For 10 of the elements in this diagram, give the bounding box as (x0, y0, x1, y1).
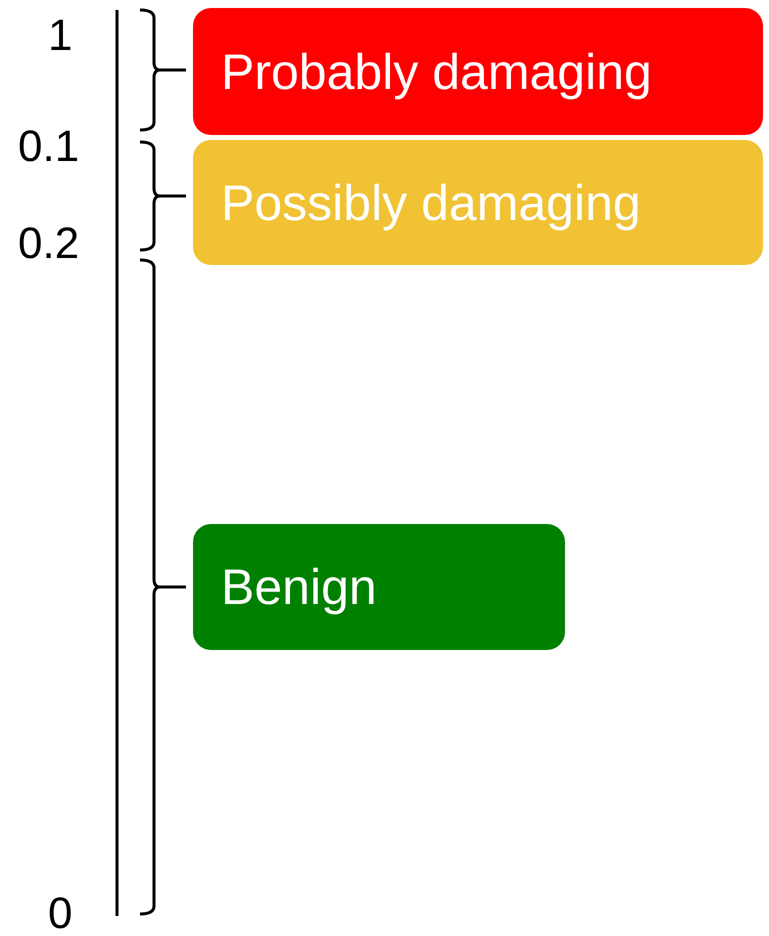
category-box (193, 524, 565, 650)
scale-value: 0.2 (18, 222, 80, 266)
category-label: Possibly damaging (221, 174, 641, 232)
category-label: Probably damaging (221, 42, 652, 100)
category-box (193, 140, 763, 265)
scale-value: 0 (48, 892, 72, 936)
scale-value: 0.1 (18, 125, 80, 169)
category-box (193, 8, 763, 135)
category-label: Benign (221, 558, 377, 616)
scale-value: 1 (48, 14, 72, 58)
